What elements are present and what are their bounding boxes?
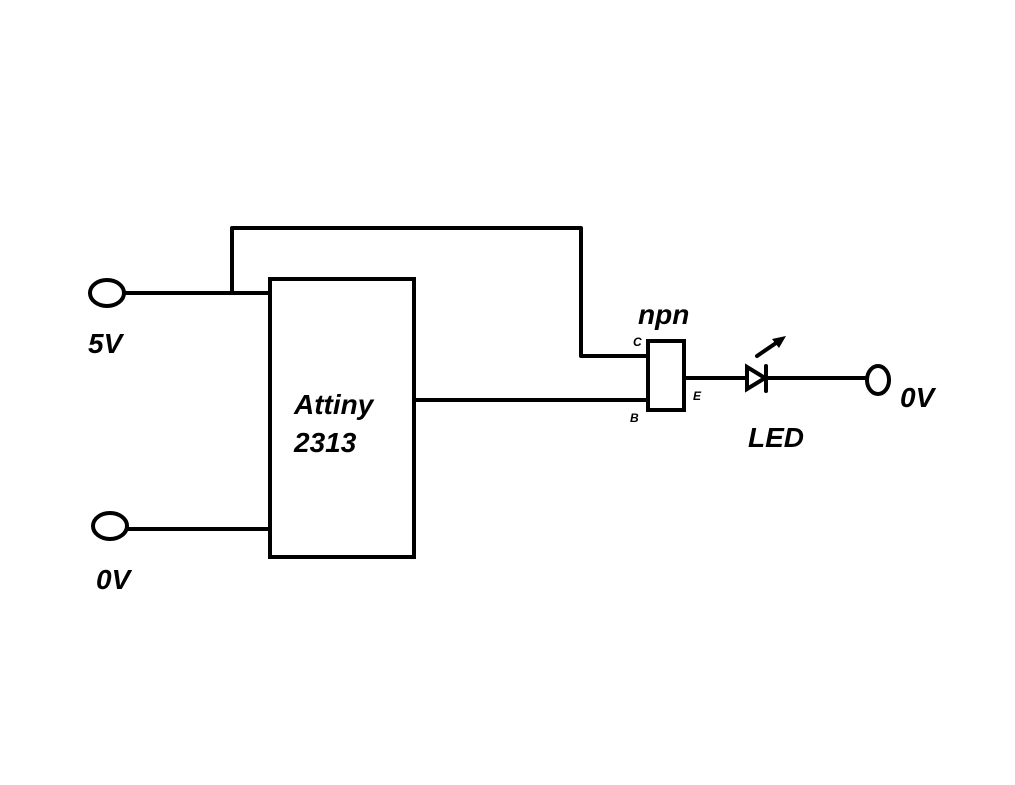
chip-label-line1: Attiny — [293, 389, 375, 420]
wire-5v-to-collector — [230, 226, 650, 358]
attiny-chip — [268, 277, 416, 559]
terminal-5v — [88, 278, 126, 308]
label-0v-left: 0V — [96, 564, 133, 595]
label-pin-e: E — [693, 389, 702, 403]
npn-transistor — [646, 339, 686, 412]
label-5v: 5V — [88, 328, 125, 359]
label-pin-b: B — [630, 411, 639, 425]
label-led: LED — [748, 422, 804, 453]
chip-label-line2: 2313 — [293, 427, 357, 458]
label-pin-c: C — [633, 335, 642, 349]
led-arrow-head — [772, 336, 786, 348]
terminal-0v-left — [91, 511, 129, 541]
label-0v-right: 0V — [900, 382, 937, 413]
led-triangle — [745, 363, 769, 393]
terminal-0v-right — [865, 364, 891, 396]
led-arrow-shaft — [755, 339, 781, 358]
label-npn: npn — [638, 299, 689, 330]
led-symbol — [745, 336, 786, 393]
